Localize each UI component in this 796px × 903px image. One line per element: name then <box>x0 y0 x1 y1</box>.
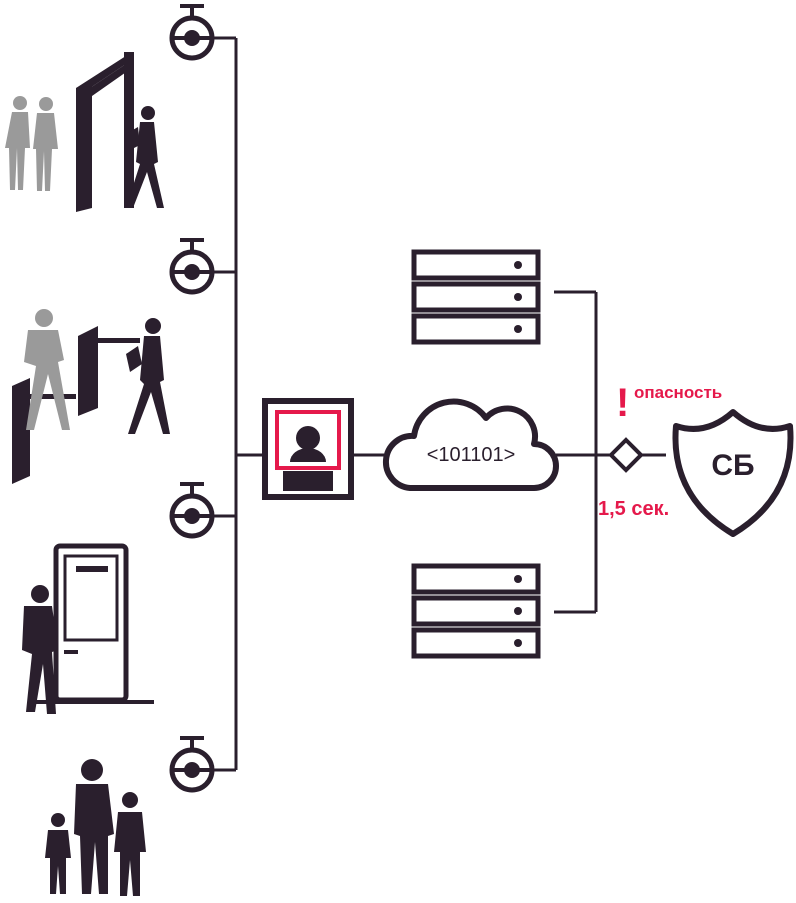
server-rack-icon <box>411 249 541 345</box>
cloud-icon <box>383 398 559 491</box>
walking-person-icon <box>22 585 58 714</box>
decision-diamond-icon <box>608 437 644 473</box>
alert-text: опасность <box>634 383 722 402</box>
camera-icon <box>169 736 215 793</box>
person-gray-icon <box>5 96 58 191</box>
cloud-code-label: <101101> <box>427 444 516 466</box>
server-rack-icon <box>411 563 541 659</box>
server-connectors <box>554 290 666 614</box>
person-gray-icon <box>24 309 70 430</box>
camera-icon <box>169 482 215 539</box>
response-time-label: 1,5 сек. <box>598 498 669 520</box>
face-recognition-monitor-icon <box>262 398 354 500</box>
alert-mark: ! <box>616 381 629 425</box>
family-icon <box>45 759 146 896</box>
metal-detector-gate-icon <box>76 52 134 212</box>
walking-person-icon <box>126 318 170 434</box>
door-icon <box>30 543 154 704</box>
walking-person-icon <box>124 106 164 208</box>
shield-icon <box>672 409 794 537</box>
camera-icon <box>169 238 215 295</box>
camera-icon <box>169 4 215 61</box>
turnstile-icon <box>12 326 140 484</box>
security-service-label: СБ <box>711 449 754 482</box>
camera-bus <box>214 36 262 772</box>
